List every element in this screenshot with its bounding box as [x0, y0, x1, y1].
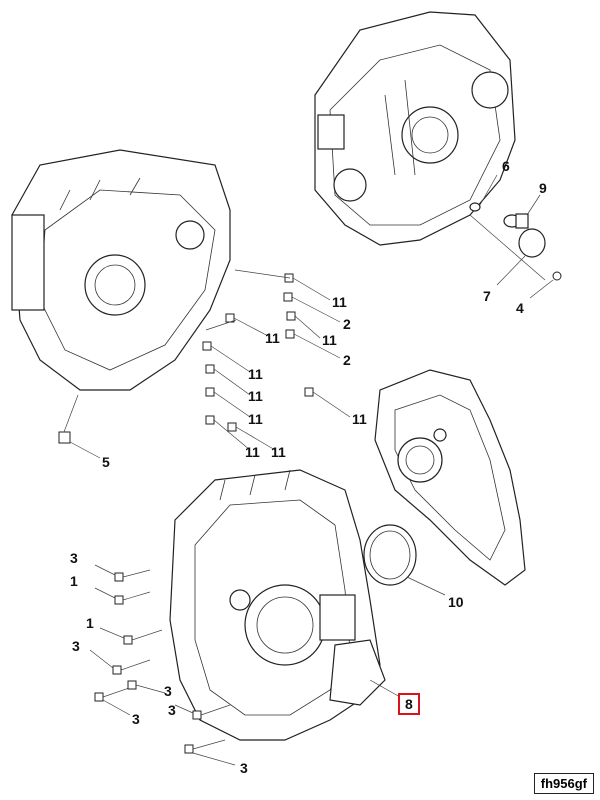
callout-11-a: 11 — [332, 294, 347, 310]
flywheel-housing-left — [11, 149, 231, 391]
callout-3-d: 3 — [132, 711, 140, 727]
leader-lines — [205, 319, 237, 331]
timing-housing-top — [314, 11, 516, 246]
callout-11-i: 11 — [271, 444, 286, 460]
callout-10: 10 — [448, 594, 464, 610]
dowel-part-5 — [58, 394, 101, 459]
callout-4: 4 — [516, 300, 524, 316]
callout-11-d: 11 — [248, 366, 263, 382]
small-parts-top-right — [469, 174, 562, 299]
callout-6: 6 — [502, 158, 510, 174]
callout-9: 9 — [539, 180, 547, 196]
callout-3-b: 3 — [72, 638, 80, 654]
callout-2-a: 2 — [343, 316, 351, 332]
bolts-group-upper — [202, 269, 351, 451]
callout-3-c: 3 — [164, 683, 172, 699]
callout-11-h: 11 — [245, 444, 260, 460]
callout-11-c: 11 — [322, 332, 337, 348]
callout-5: 5 — [102, 454, 110, 470]
callout-8-highlighted[interactable]: 8 — [398, 693, 420, 715]
right-cover — [374, 369, 526, 586]
callout-3-a: 3 — [70, 550, 78, 566]
callout-7: 7 — [483, 288, 491, 304]
callout-11-f: 11 — [248, 411, 263, 427]
callout-11-g: 11 — [352, 411, 367, 427]
flywheel-housing-bottom — [169, 469, 386, 741]
callout-1-a: 1 — [70, 573, 78, 589]
callout-1-b: 1 — [86, 615, 94, 631]
callout-3-f: 3 — [240, 760, 248, 776]
seal-ring-10 — [363, 524, 446, 596]
bolts-group-lower — [89, 564, 401, 766]
callout-11-e: 11 — [248, 388, 263, 404]
callout-11-b: 11 — [265, 330, 280, 346]
figure-code: fh956gf — [533, 773, 594, 794]
callout-3-e: 3 — [168, 702, 176, 718]
callout-2-b: 2 — [343, 352, 351, 368]
